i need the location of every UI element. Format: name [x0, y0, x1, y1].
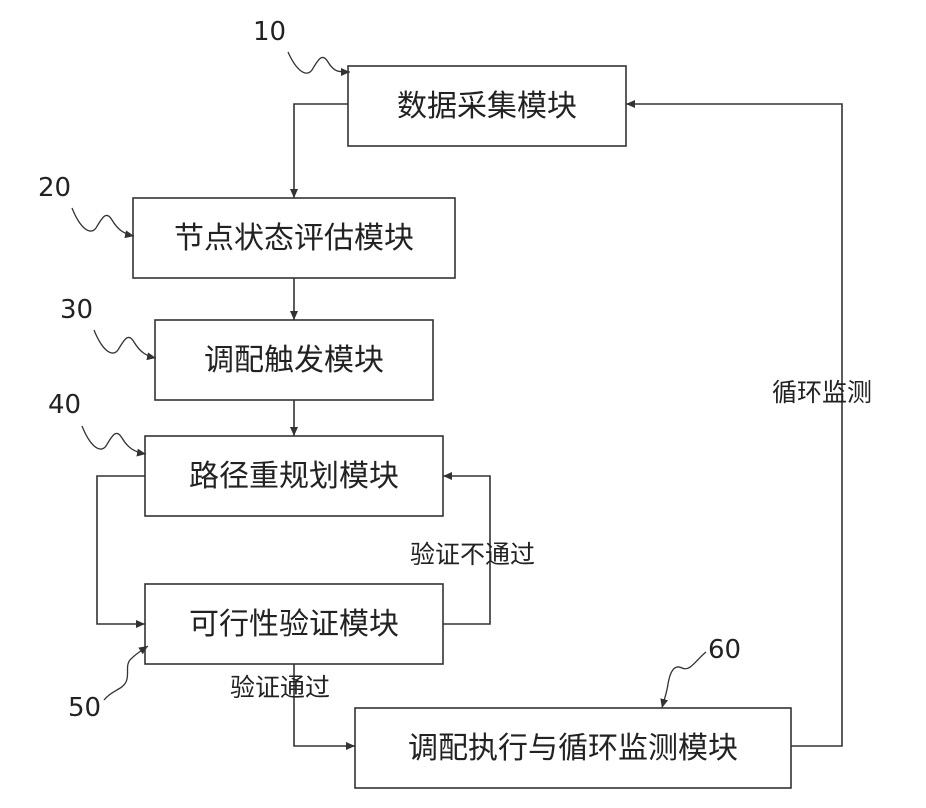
edge-label-verify-fail: 验证不通过: [410, 540, 535, 569]
data-collection-module: 数据采集模块: [348, 66, 626, 146]
arrow-10-to-20: [294, 104, 348, 198]
arrow-40-to-50: [97, 476, 145, 624]
leader-line-50: [104, 646, 148, 700]
edge-label-verify-pass: 验证通过: [230, 673, 330, 702]
node-status-eval-label: 节点状态评估模块: [174, 221, 414, 256]
node-status-eval-module: 节点状态评估模块: [133, 198, 455, 278]
edge-label-cycle-monitor: 循环监测: [772, 378, 872, 407]
ref-number-50: 50: [68, 693, 101, 723]
leader-line-20: [72, 208, 134, 236]
path-replanning-module: 路径重规划模块: [145, 436, 443, 516]
dispatch-trigger-module: 调配触发模块: [155, 320, 433, 400]
ref-number-60: 60: [708, 635, 741, 665]
leader-line-40: [82, 426, 146, 454]
leader-line-10: [288, 52, 350, 73]
feasibility-check-module: 可行性验证模块: [145, 584, 443, 664]
ref-number-20: 20: [38, 173, 71, 203]
dispatch-trigger-label: 调配触发模块: [204, 343, 384, 378]
path-replanning-label: 路径重规划模块: [189, 459, 399, 494]
leader-line-60: [662, 652, 706, 708]
ref-number-40: 40: [48, 390, 81, 420]
dispatch-execution-label: 调配执行与循环监测模块: [408, 731, 738, 766]
feasibility-check-label: 可行性验证模块: [189, 607, 399, 642]
ref-number-10: 10: [253, 17, 286, 47]
leader-line-30: [94, 330, 156, 358]
data-collection-label: 数据采集模块: [397, 89, 577, 124]
ref-number-30: 30: [60, 295, 93, 325]
dispatch-execution-module: 调配执行与循环监测模块: [355, 708, 791, 788]
